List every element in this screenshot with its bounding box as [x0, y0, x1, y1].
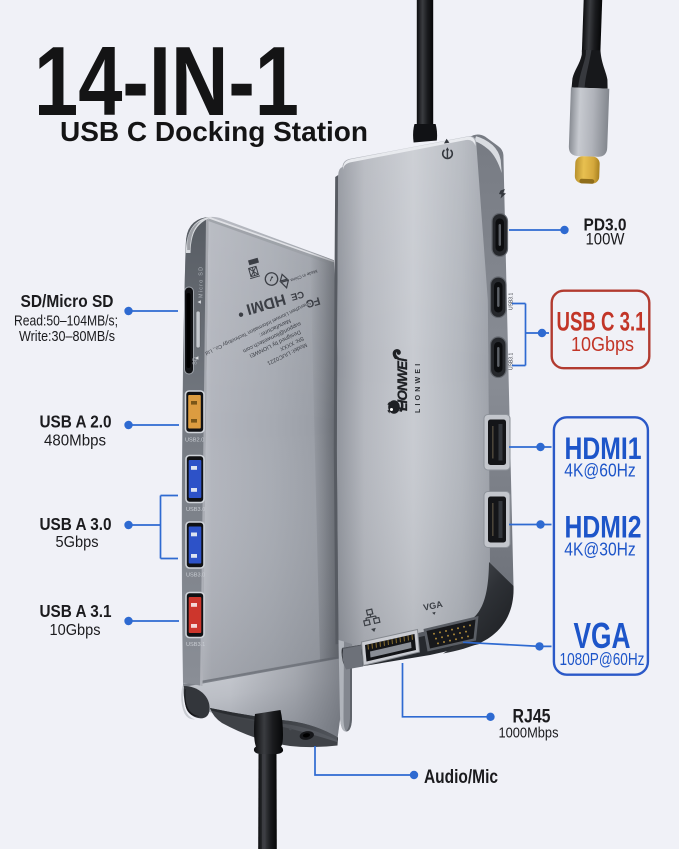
- svg-text:5Gbps: 5Gbps: [56, 534, 99, 551]
- svg-text:HDMI1: HDMI1: [565, 430, 642, 466]
- svg-text:USB C 3.1: USB C 3.1: [557, 307, 646, 337]
- svg-text:14-IN-1: 14-IN-1: [34, 26, 299, 136]
- svg-text:10Gbps: 10Gbps: [571, 333, 634, 356]
- svg-text:Micro SD: Micro SD: [199, 267, 205, 298]
- svg-text:USB A 2.0: USB A 2.0: [40, 412, 112, 432]
- svg-text:10Gbps: 10Gbps: [50, 622, 101, 639]
- svg-text:VGA: VGA: [574, 615, 631, 656]
- svg-text:1000Mbps: 1000Mbps: [499, 725, 559, 742]
- svg-text:SD: SD: [193, 357, 199, 365]
- svg-text:✓: ✓: [267, 273, 276, 283]
- svg-text:RJ45: RJ45: [513, 707, 551, 728]
- svg-text:100W: 100W: [586, 231, 625, 249]
- svg-text:USB3.0: USB3.0: [186, 573, 205, 579]
- svg-text:SD/Micro SD: SD/Micro SD: [21, 291, 114, 311]
- svg-text:HDMI2: HDMI2: [565, 509, 642, 545]
- svg-text:Read:50–104MB/s;: Read:50–104MB/s;: [14, 314, 118, 330]
- svg-text:USB A 3.1: USB A 3.1: [40, 601, 112, 621]
- svg-text:Write:30–80MB/s: Write:30–80MB/s: [19, 329, 115, 345]
- svg-text:LIONWEI: LIONWEI: [395, 358, 410, 411]
- svg-text:USB C Docking Station: USB C Docking Station: [60, 116, 368, 147]
- svg-text:Audio/Mic: Audio/Mic: [424, 766, 498, 788]
- svg-text:4K@30Hz: 4K@30Hz: [564, 540, 636, 560]
- svg-text:480Mbps: 480Mbps: [44, 433, 106, 450]
- svg-text:1080P@60Hz: 1080P@60Hz: [560, 649, 645, 669]
- svg-text:USB2.0: USB2.0: [185, 438, 204, 444]
- svg-text:FC: FC: [305, 294, 322, 309]
- svg-text:USB3.0: USB3.0: [186, 507, 205, 513]
- svg-text:4K@60Hz: 4K@60Hz: [564, 461, 636, 481]
- svg-text:USB A 3.0: USB A 3.0: [40, 514, 112, 534]
- svg-text:LIONWEI: LIONWEI: [415, 361, 422, 413]
- svg-text:VGA: VGA: [422, 599, 444, 613]
- svg-text:USB3.1: USB3.1: [509, 353, 515, 370]
- svg-text:USB3.1: USB3.1: [186, 642, 205, 648]
- svg-text:CE: CE: [289, 288, 305, 302]
- svg-text:PD3.0: PD3.0: [584, 215, 627, 235]
- svg-text:USB3.1: USB3.1: [509, 293, 515, 310]
